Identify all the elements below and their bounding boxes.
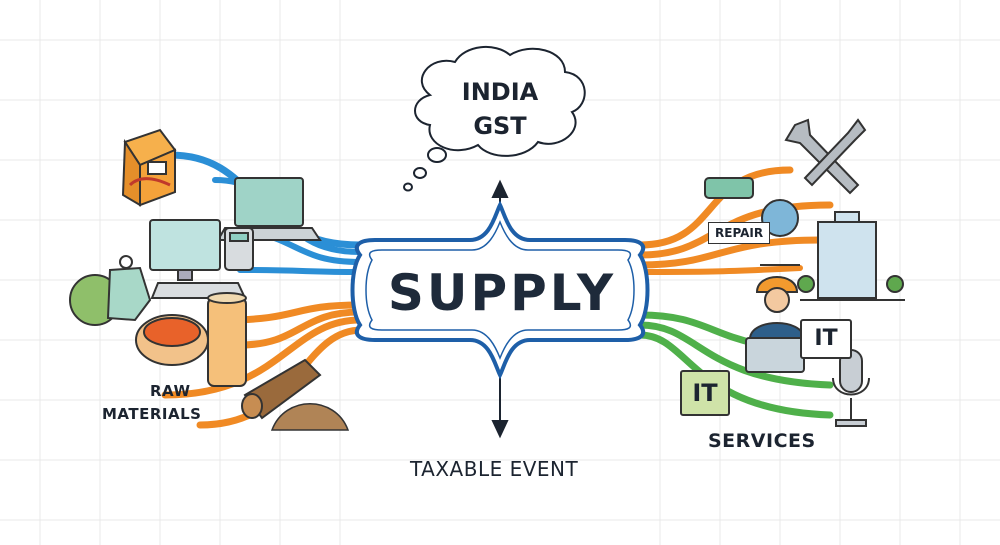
- jar-icon: [207, 292, 247, 387]
- orange-ribbon-r1: [636, 166, 794, 249]
- grain-pile-icon: [270, 403, 350, 431]
- cloud-bubble-1: [427, 147, 447, 163]
- cloud-line-1: INDIA: [461, 78, 539, 106]
- services-label: SERVICES: [708, 430, 816, 452]
- taxable-event-label: TAXABLE EVENT: [410, 457, 579, 481]
- right-connectors: [636, 166, 834, 419]
- orange-ribbon-3: [161, 316, 364, 399]
- engineer-icon: [745, 276, 806, 373]
- it-tag-2: IT: [680, 370, 730, 416]
- wood-log-icon: [241, 358, 322, 420]
- food-packet-icon: [121, 128, 177, 207]
- spice-bowl-icon: [135, 314, 209, 366]
- spice-jar-icon: [69, 255, 152, 326]
- orange-ribbon-2: [236, 308, 364, 349]
- vr-headset-icon: [704, 177, 754, 199]
- blue-ribbon-4: [237, 267, 363, 275]
- cloud-bubble-2: [413, 167, 427, 179]
- cloud-line-2: GST: [473, 112, 527, 140]
- thought-cloud: [403, 45, 586, 192]
- raw-materials-label-line-1: RAW: [150, 382, 191, 400]
- green-ribbon-r2: [636, 321, 834, 389]
- it-tag-1: IT: [800, 319, 852, 359]
- cloud-bubble-3: [403, 182, 413, 192]
- calculator-icon: [224, 227, 254, 271]
- wrench-icon: [784, 118, 867, 195]
- supply-badge: [350, 200, 650, 380]
- repair-tag: REPAIR: [708, 222, 771, 244]
- raw-materials-label-line-2: MATERIALS: [102, 405, 202, 423]
- orange-ribbon-r3: [636, 236, 824, 269]
- office-building-icon: [797, 211, 905, 301]
- arrow-down-icon: [491, 420, 509, 439]
- orange-ribbon-1: [221, 301, 364, 324]
- globe-icon: [760, 199, 800, 266]
- orange-ribbon-r4: [637, 265, 803, 275]
- supply-title: SUPPLY: [387, 264, 617, 322]
- arrow-up-icon: [491, 179, 509, 198]
- microphone-icon: [832, 349, 870, 427]
